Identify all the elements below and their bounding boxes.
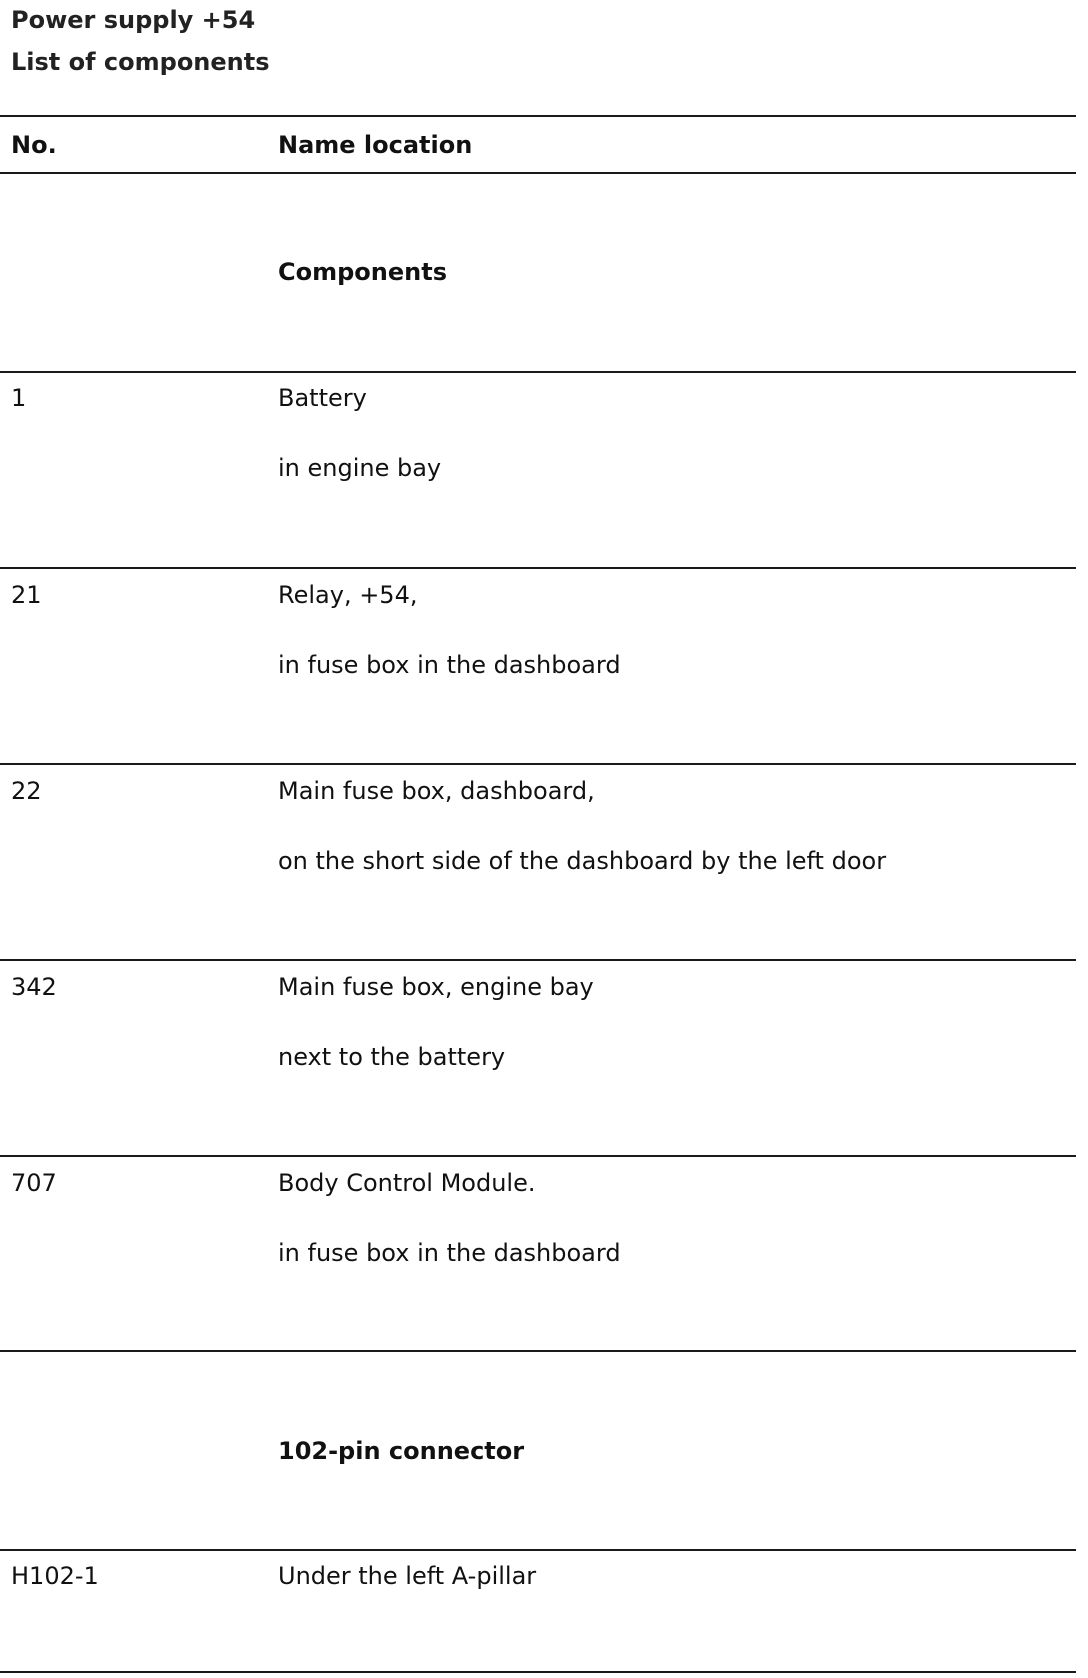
header-bottom-rule: [0, 172, 1076, 174]
row-number: 342: [11, 973, 57, 1001]
row-number: 22: [11, 777, 42, 805]
row-divider: [0, 371, 1076, 373]
row-location: next to the battery: [278, 1043, 506, 1071]
row-number: 21: [11, 581, 42, 609]
row-name: Main fuse box, dashboard,: [278, 777, 595, 805]
row-name: Under the left A-pillar: [278, 1562, 537, 1590]
table-bottom-rule: [0, 1671, 1076, 1673]
row-divider: [0, 1350, 1076, 1352]
row-name: Relay, +54,: [278, 581, 418, 609]
title-line-2: List of components: [11, 48, 270, 76]
row-location: on the short side of the dashboard by th…: [278, 847, 887, 875]
row-location: in engine bay: [278, 454, 442, 482]
row-number: 707: [11, 1169, 57, 1197]
row-number: 1: [11, 384, 27, 412]
row-location: in fuse box in the dashboard: [278, 1239, 621, 1267]
title-line-1: Power supply +54: [11, 6, 256, 34]
row-name: Main fuse box, engine bay: [278, 973, 594, 1001]
row-name: Battery: [278, 384, 367, 412]
row-divider: [0, 1549, 1076, 1551]
row-number: H102-1: [11, 1562, 99, 1590]
header-no: No.: [11, 131, 57, 159]
row-name: Body Control Module.: [278, 1169, 536, 1197]
section-heading-connector: 102-pin connector: [278, 1437, 525, 1465]
row-divider: [0, 763, 1076, 765]
header-name-location: Name location: [278, 131, 473, 159]
table-top-rule: [0, 115, 1076, 117]
section-heading-components: Components: [278, 258, 447, 286]
row-divider: [0, 959, 1076, 961]
row-location: in fuse box in the dashboard: [278, 651, 621, 679]
row-divider: [0, 1155, 1076, 1157]
row-divider: [0, 567, 1076, 569]
